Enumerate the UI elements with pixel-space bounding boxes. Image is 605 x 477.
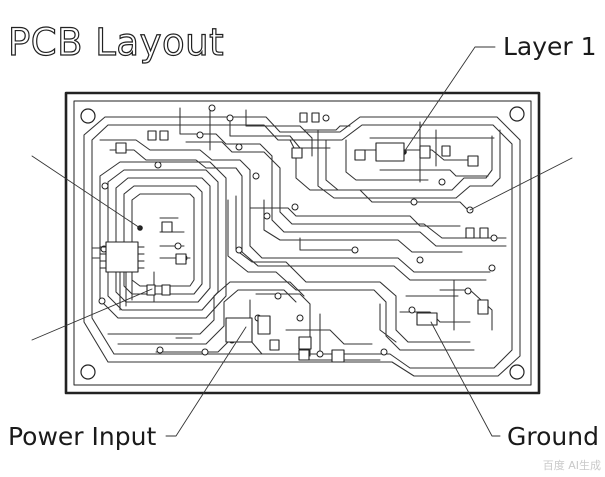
- leader-right: [469, 157, 573, 211]
- smd-power-a: [257, 315, 271, 335]
- smd-layer1-a: [354, 149, 366, 161]
- mounting-hole-bottom-right: [509, 364, 525, 380]
- resistor-right-1: [465, 227, 475, 239]
- resistor-top-2: [159, 130, 169, 141]
- leader-ground: [430, 321, 501, 437]
- board-inner-border: [73, 100, 532, 386]
- smd-left-1: [161, 221, 173, 233]
- callout-power-input: Power Input: [8, 422, 157, 451]
- callout-leaders: [31, 46, 573, 437]
- leader-layer-1: [403, 46, 496, 153]
- resistor-top-3: [299, 112, 308, 123]
- smd-ground-a: [477, 299, 489, 315]
- smd-power-d: [331, 349, 345, 363]
- component-layer1-main: [375, 142, 405, 162]
- leader-power-input: [165, 326, 247, 437]
- watermark: 百度 AI生成: [542, 459, 601, 472]
- smd-top-left: [115, 142, 127, 154]
- component-ground: [416, 312, 438, 326]
- smd-power-c: [298, 336, 312, 350]
- mounting-hole-top-right: [509, 106, 525, 122]
- leader-left-bottom: [31, 288, 153, 341]
- components: [99, 112, 489, 363]
- resistor-top-4: [311, 112, 320, 123]
- callout-layer-1: Layer 1: [503, 32, 597, 61]
- smd-top-mid: [291, 147, 303, 159]
- leader-left-top: [31, 155, 141, 229]
- diagram-title: PCB Layout: [7, 21, 225, 64]
- smd-left-2: [175, 253, 187, 265]
- smd-power-e: [298, 349, 310, 361]
- smd-left-4: [161, 284, 171, 296]
- ic-chip-main: [105, 241, 139, 273]
- resistor-top-1: [147, 130, 157, 141]
- smd-layer1-c: [441, 145, 451, 157]
- smd-power-b: [269, 339, 280, 351]
- smd-layer1-d: [467, 155, 479, 167]
- resistor-right-2: [479, 227, 489, 239]
- board-outer-border: [64, 91, 541, 395]
- mounting-hole-bottom-left: [80, 364, 96, 380]
- smd-left-3: [146, 284, 156, 296]
- smd-layer1-b: [419, 145, 431, 159]
- callout-ground: Ground: [507, 422, 599, 451]
- mounting-hole-top-left: [80, 108, 96, 124]
